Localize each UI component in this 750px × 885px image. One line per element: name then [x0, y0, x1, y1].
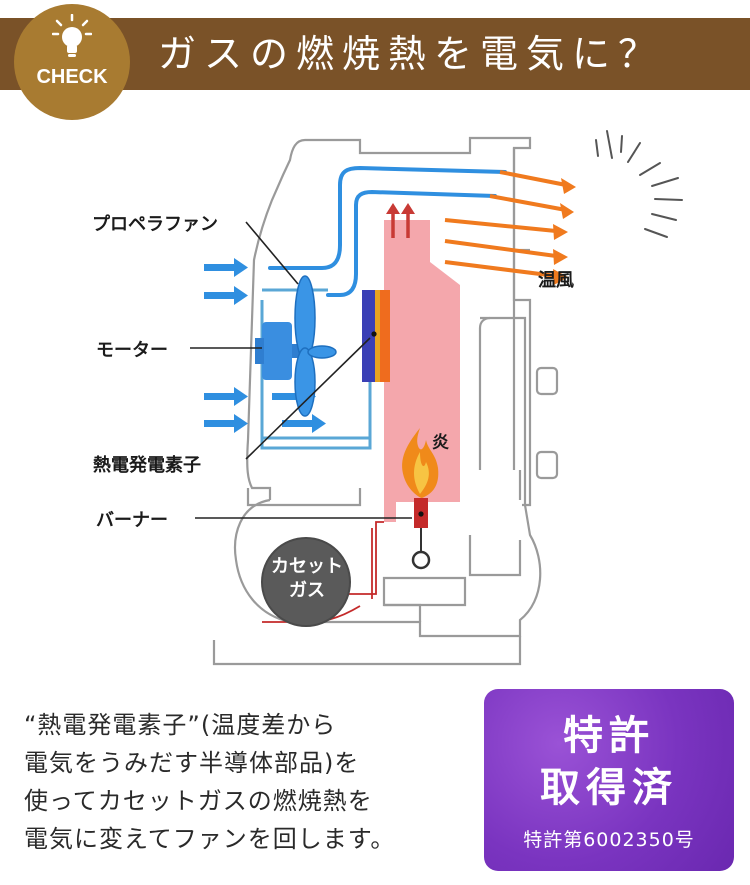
label-cassette-gas-line1: カセット [271, 556, 343, 577]
heat-zone [384, 220, 460, 522]
warm-air-arrows-lower [444, 218, 557, 278]
heater-diagram [0, 100, 750, 685]
check-badge [14, 4, 130, 120]
propeller-fan-icon [294, 275, 337, 417]
description-text: “熱電発電素子”(温度差から 電気をうみだす半導体部品)を 使ってカセットガスの… [24, 706, 474, 858]
patent-badge: 特許 取得済 特許第6002350号 [484, 689, 734, 871]
description-line: 電気をうみだす半導体部品)を [24, 749, 360, 777]
heater-illustration [190, 130, 683, 666]
patent-badge-line2: 取得済 [540, 765, 678, 811]
callout-lines [190, 221, 412, 519]
duct-lines [262, 288, 370, 440]
warm-air-burst [595, 130, 683, 238]
label-motor: モーター [96, 340, 168, 361]
lightbulb-icon [52, 14, 92, 57]
description-line: 電気に変えてファンを回します。 [24, 825, 396, 853]
label-propeller-fan: プロペラファン [92, 214, 218, 235]
thermoelectric-element-icon [362, 290, 390, 382]
label-burner: バーナー [96, 510, 168, 531]
label-thermoelectric: 熱電発電素子 [93, 455, 201, 476]
cassette-gas-canister [261, 537, 351, 627]
check-badge-label: CHECK [36, 66, 108, 88]
description-line: “熱電発電素子”(温度差から [24, 711, 337, 739]
side-knobs [535, 366, 559, 480]
label-warm-air: 温風 [538, 270, 574, 291]
patent-number: 特許第6002350号 [523, 829, 695, 851]
warm-air-lines [489, 170, 567, 212]
flame-icon [402, 428, 439, 498]
label-cassette-gas-line2: ガス [289, 580, 325, 601]
label-cassette-gas: カセット ガス [262, 555, 352, 603]
warm-air-arrowheads-lower [553, 224, 568, 285]
warm-air-arrowheads [560, 178, 576, 219]
burner-icon [411, 498, 431, 570]
description-line: 使ってカセットガスの燃焼熱を [24, 787, 373, 815]
page-title: ガスの燃焼熱を電気に？ [158, 32, 665, 76]
air-flow-lines [268, 165, 507, 297]
hot-air-up-arrows [386, 203, 415, 238]
patent-badge-line1: 特許 [563, 713, 655, 759]
label-flame: 炎 [432, 433, 449, 453]
